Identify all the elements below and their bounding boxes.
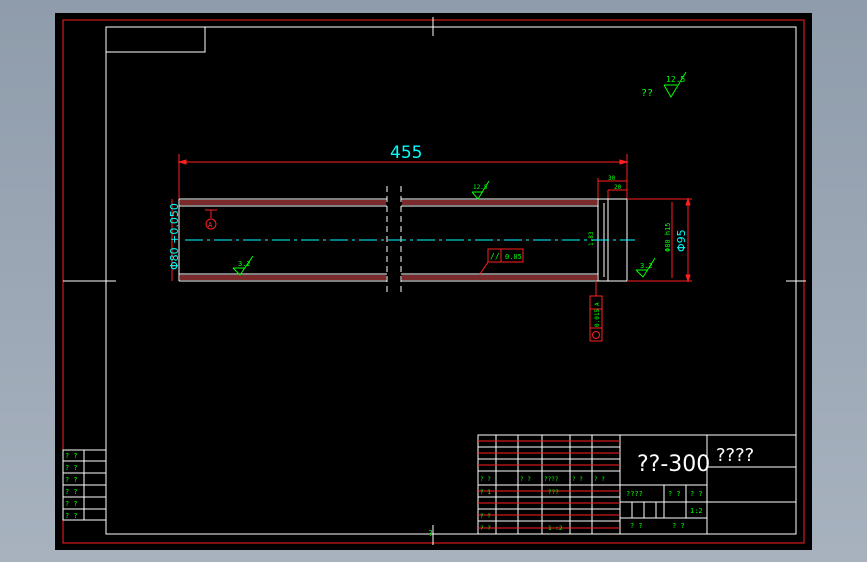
code-box: [105, 26, 206, 53]
roughness-value-right: 3.2: [640, 262, 653, 270]
title-block-texts: ? ? ? ? ???? ? ? ? ? ? 1 ??? ? ? ? ? 1 :…: [480, 476, 703, 532]
corner-note: ??: [641, 88, 653, 99]
revision-labels: ? ? ? ? ? ? ? ? ? ? ? ?: [65, 452, 78, 520]
dim-overall-length-text: 455: [390, 143, 422, 163]
svg-text:1 :2: 1 :2: [548, 525, 563, 532]
svg-text:? ?: ? ?: [65, 452, 78, 460]
svg-text:? ?: ? ?: [65, 500, 78, 508]
svg-text:? ?: ? ?: [65, 512, 78, 520]
dim-overall-length: [177, 154, 629, 200]
datum-a-left-label: A: [208, 221, 213, 229]
roughness-value-corner: 12.5: [666, 75, 685, 84]
svg-text:? ?: ? ?: [65, 464, 78, 472]
roughness-value-left: 3.2: [238, 260, 251, 268]
dim-20-text: 20: [614, 184, 622, 191]
svg-text:? ?: ? ?: [520, 476, 531, 483]
coax-datum: A: [594, 302, 601, 306]
svg-text:????: ????: [626, 490, 643, 498]
svg-text:? ?: ? ?: [672, 522, 685, 530]
svg-text:???: ???: [548, 489, 559, 496]
svg-text:? ?: ? ?: [630, 522, 643, 530]
revision-block: [62, 449, 107, 521]
geom-tol-value: 0.05: [505, 253, 522, 261]
dim-30-20: [597, 178, 627, 200]
roughness-symbol-corner: [663, 71, 687, 98]
roughness-symbol-left: [232, 255, 254, 276]
geom-tolerance-frame: [479, 248, 524, 275]
svg-text:? ?: ? ?: [65, 476, 78, 484]
svg-text:????: ????: [544, 476, 559, 483]
bottom-mark: ?: [428, 529, 433, 538]
svg-text:? ?: ? ?: [480, 513, 491, 520]
svg-text:? ?: ? ?: [572, 476, 583, 483]
svg-text:1:2: 1:2: [690, 507, 703, 515]
dim-dia-right-fit: Φ80 h15: [664, 222, 672, 252]
tube-top-wall: [179, 198, 598, 207]
title-block-grid: [478, 435, 620, 534]
svg-text:? ?: ? ?: [690, 490, 703, 498]
svg-text:? 1: ? 1: [480, 489, 491, 496]
geom-tol-symbol: //: [490, 252, 500, 261]
material-label: ????: [716, 445, 754, 466]
title-block-red-cells: [478, 440, 620, 529]
dim-dia-left-text: Φ80 +0.050: [168, 203, 181, 270]
svg-text:? ?: ? ?: [594, 476, 605, 483]
tube-bottom-wall: [179, 273, 598, 282]
dim-dia-right: Φ95: [675, 229, 688, 252]
dim-dia-right: [627, 197, 692, 283]
svg-text:? ?: ? ?: [65, 488, 78, 496]
roughness-value-top: 12.5: [473, 184, 488, 191]
roughness-symbol-right: [635, 257, 656, 278]
coax-value: 0.015: [594, 309, 601, 327]
roughness-symbol-top: [471, 180, 490, 200]
coaxiality-frame: [589, 281, 603, 342]
svg-text:? ?: ? ?: [480, 476, 491, 483]
svg-text:? ?: ? ?: [480, 525, 491, 532]
dim-30-text: 30: [608, 175, 616, 182]
datum-a-left: [205, 209, 217, 230]
svg-text:? ?: ? ?: [668, 490, 681, 498]
part-name: ??-300: [637, 452, 710, 477]
inner-label: 1.83: [588, 231, 595, 246]
